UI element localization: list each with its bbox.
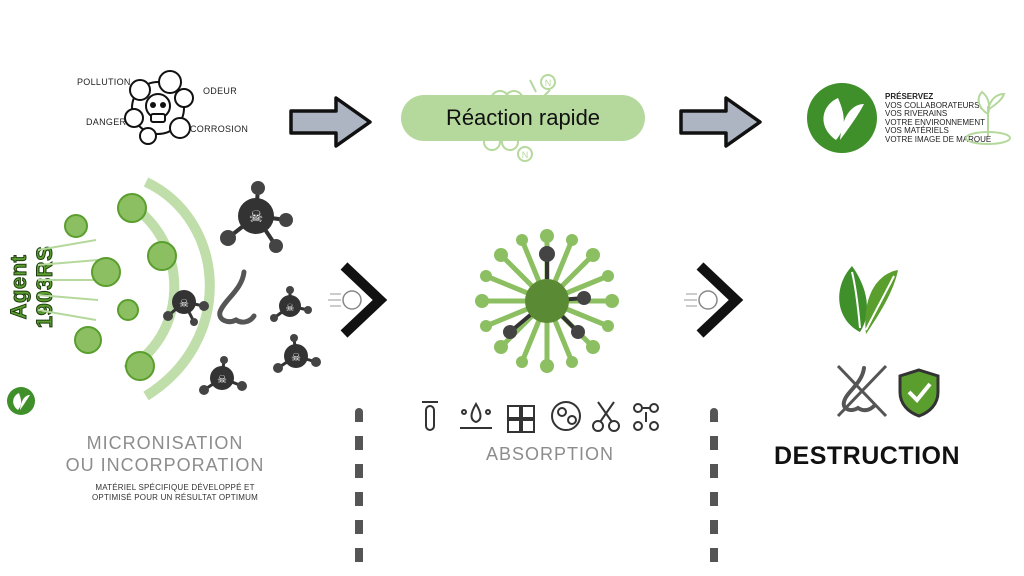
arrow-right-icon bbox=[679, 96, 762, 148]
preserve-item: VOS COLLABORATEURS, bbox=[885, 100, 982, 110]
arrow-right-icon bbox=[289, 96, 372, 148]
footnote-line: OPTIMISÉ POUR UN RÉSULTAT OPTIMUM bbox=[91, 493, 259, 502]
plant-outline-icon bbox=[965, 90, 1011, 145]
toxic-molecule-icon: ☠ bbox=[220, 181, 293, 253]
spray-cloud-icon bbox=[37, 177, 215, 401]
timer-chevron-icon bbox=[328, 262, 388, 338]
skull-icon bbox=[145, 93, 171, 123]
skull-cloud-icon bbox=[124, 70, 194, 145]
toxic-molecule-icon: ☠ bbox=[163, 290, 209, 326]
scissors-icon bbox=[592, 401, 620, 432]
label-pollution: POLLUTION bbox=[77, 77, 131, 87]
dashed-divider bbox=[710, 408, 718, 576]
toxic-molecule-icon: ☠ bbox=[273, 334, 321, 373]
toxic-molecule-icon: ☠ bbox=[199, 356, 247, 395]
title-line: MICRONISATION bbox=[86, 433, 244, 453]
timer-icon bbox=[342, 290, 362, 310]
drops-icon bbox=[460, 402, 492, 429]
absorbing-molecule-icon bbox=[475, 229, 619, 373]
label-corrosion: CORROSION bbox=[190, 124, 249, 134]
micronisation-title: MICRONISATION OU INCORPORATION bbox=[40, 432, 290, 476]
molecule-split-icon bbox=[633, 403, 659, 431]
absorption-title: ABSORPTION bbox=[485, 444, 615, 464]
toxic-molecule-icon: ☠ bbox=[270, 286, 312, 322]
micronisation-footnote: MATÉRIEL SPÉCIFIQUE DÉVELOPPÉ ET OPTIMIS… bbox=[50, 483, 300, 503]
agent-brand-vertical: Agent 1903RS bbox=[6, 245, 58, 329]
preserve-item: VOTRE ENVIRONNEMENT bbox=[885, 117, 986, 127]
test-tube-icon bbox=[422, 401, 438, 431]
destruction-title: DESTRUCTION bbox=[774, 442, 961, 470]
cell-icon bbox=[551, 401, 581, 431]
preserve-block: PRÉSERVEZ VOS COLLABORATEURS, VOS RIVERA… bbox=[885, 92, 992, 145]
svg-text:☠: ☠ bbox=[217, 373, 227, 386]
dashed-divider bbox=[355, 408, 363, 576]
footnote-line: MATÉRIEL SPÉCIFIQUE DÉVELOPPÉ ET bbox=[95, 483, 255, 492]
process-icons-row bbox=[422, 401, 659, 433]
svg-text:N: N bbox=[545, 78, 552, 88]
preserve-item: VOS RIVERAINS bbox=[885, 109, 948, 119]
fast-reaction-pill: Réaction rapide bbox=[401, 95, 645, 141]
label-danger: DANGER bbox=[86, 117, 127, 127]
timer-icon bbox=[698, 290, 718, 310]
green-leaves-icon bbox=[839, 266, 898, 334]
nose-icon bbox=[217, 269, 257, 325]
leaf-badge-icon bbox=[7, 387, 35, 415]
no-smell-icon bbox=[836, 364, 888, 418]
label-odeur: ODEUR bbox=[203, 86, 238, 96]
leaf-badge-icon bbox=[807, 83, 877, 153]
puzzle-icon bbox=[507, 405, 535, 433]
shield-check-icon bbox=[898, 368, 940, 418]
preserve-title: PRÉSERVEZ bbox=[885, 92, 934, 101]
svg-text:☠: ☠ bbox=[286, 303, 295, 314]
svg-text:☠: ☠ bbox=[179, 297, 189, 310]
svg-text:☠: ☠ bbox=[249, 207, 263, 226]
preserve-item: VOTRE IMAGE DE MARQUE bbox=[885, 134, 992, 144]
title-line: OU INCORPORATION bbox=[65, 455, 265, 475]
svg-text:N: N bbox=[522, 150, 529, 160]
preserve-item: VOS MATÉRIELS bbox=[885, 126, 949, 136]
svg-text:☠: ☠ bbox=[291, 351, 301, 364]
timer-chevron-icon bbox=[684, 262, 744, 338]
